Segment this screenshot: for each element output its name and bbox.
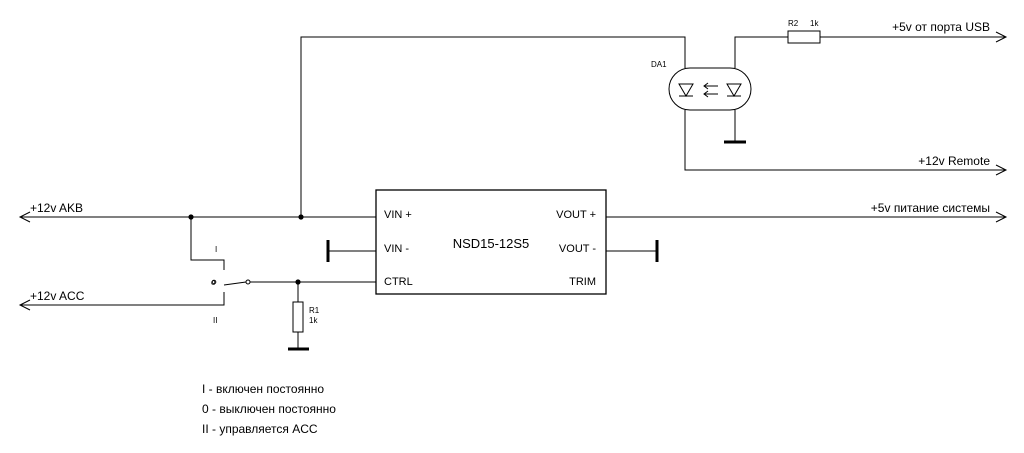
legend-line: II - управляется ACC	[202, 422, 318, 436]
switch-mark-two: II	[213, 316, 217, 325]
switch-legend: I - включен постоянно 0 - выключен посто…	[202, 382, 336, 436]
r2-ref: R2	[788, 19, 799, 28]
remote-branch-wire	[300, 36, 686, 217]
mode-switch	[190, 217, 251, 286]
optocoupler-da1	[668, 67, 752, 111]
net-label-remote: +12v Remote	[918, 154, 990, 168]
resistor-r1	[288, 282, 309, 351]
akb-input-wire	[18, 211, 376, 223]
converter-chip-body	[375, 189, 607, 295]
switch-mark-one: I	[215, 245, 217, 254]
net-label-usb: +5v от порта USB	[892, 20, 990, 34]
pin-vin-minus: VIN -	[384, 243, 409, 255]
r1-ref: R1	[309, 306, 320, 315]
pin-trim: TRIM	[569, 276, 596, 288]
system-output-wire	[606, 211, 1008, 223]
r2-value: 1k	[810, 19, 819, 28]
usb-wire	[734, 36, 788, 68]
pin-vout-plus: VOUT +	[556, 209, 596, 221]
legend-line: I - включен постоянно	[202, 382, 324, 396]
net-label-system: +5v питание системы	[871, 201, 990, 215]
pin-vout-minus: VOUT -	[559, 243, 596, 255]
usb-input-wire	[820, 31, 1008, 43]
net-label-akb: +12v AKB	[30, 201, 83, 215]
remote-output-wire	[684, 110, 1008, 176]
switch-mark-zero: o	[211, 278, 216, 287]
pin-vin-plus: VIN +	[384, 209, 412, 221]
pin-ctrl: CTRL	[384, 276, 413, 288]
resistor-r2	[787, 30, 821, 44]
r1-value: 1k	[309, 316, 318, 325]
da1-ref: DA1	[651, 60, 667, 69]
net-label-acc: +12v ACC	[30, 289, 85, 303]
legend-line: 0 - выключен постоянно	[202, 402, 336, 416]
chip-name: NSD15-12S5	[453, 236, 530, 251]
acc-input-wire	[18, 292, 225, 311]
